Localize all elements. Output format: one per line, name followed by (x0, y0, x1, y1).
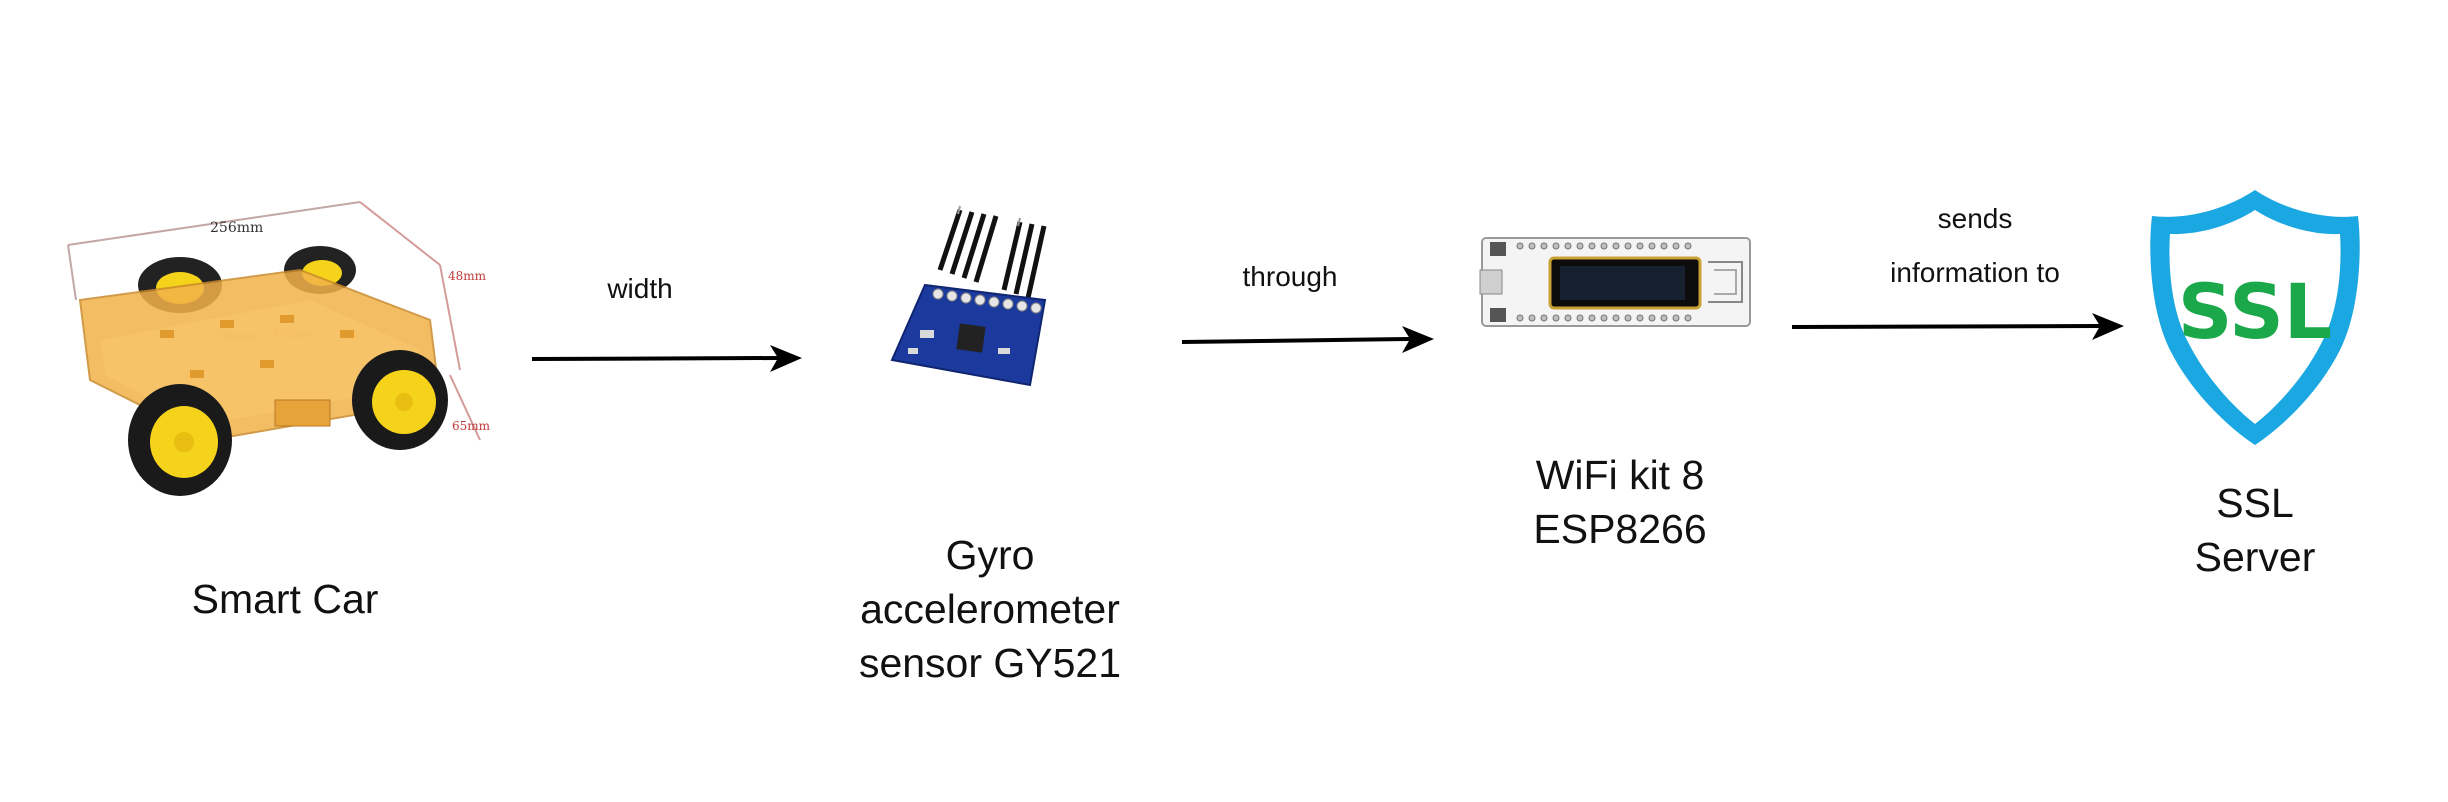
gy521-sensor-board-image (890, 205, 1047, 387)
node-label-gyro-sensor: Gyro accelerometer sensor GY521 (858, 532, 1122, 686)
smart-car-chassis-image: 256mm 158mm 49mm 48mm 65mm (67, 201, 491, 496)
edge-label-through: through (1242, 261, 1338, 292)
ssl-shield-icon: SSL (2150, 190, 2360, 445)
arrow-gyro-to-wifi (1181, 326, 1434, 353)
node-label-wifi-kit: WiFi kit 8 ESP8266 (1533, 452, 1707, 552)
edge-label-sends-information-to: sends information to (1890, 203, 2060, 288)
ssl-badge-text: SSL (2178, 267, 2333, 356)
car-dim-256: 256mm (210, 220, 263, 236)
arrow-car-to-gyro (531, 345, 802, 372)
arrow-wifi-to-ssl (1791, 313, 2124, 340)
car-dim-48: 48mm (448, 269, 487, 283)
edge-label-width: width (607, 273, 673, 304)
node-label-ssl-server: SSL Server (2194, 480, 2316, 580)
node-label-smart-car: Smart Car (191, 576, 379, 622)
car-dim-65: 65mm (452, 419, 491, 433)
esp8266-wifi-kit-board-image (1479, 237, 1751, 327)
